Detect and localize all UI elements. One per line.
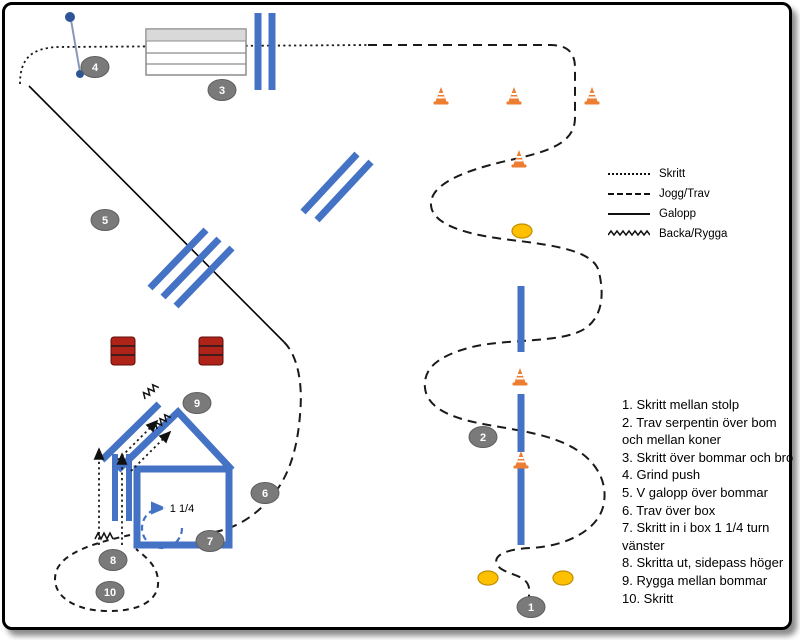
instruction-item: 5. V galopp över bommar — [622, 484, 768, 500]
traffic-cone — [583, 86, 601, 106]
back-up-line-sample — [607, 225, 651, 243]
walk-loop-bottom-left — [54, 534, 160, 613]
station-marker-8: 8 — [98, 549, 128, 571]
back-up-mark — [140, 382, 160, 400]
backing-chute-pole — [99, 401, 162, 463]
canter-line-sample — [608, 213, 650, 215]
instruction-item: 9. Rygga mellan bommar — [622, 572, 768, 588]
walk-path-top — [19, 44, 369, 85]
legend-label: Jogg/Trav — [659, 188, 710, 200]
station-marker-5: 5 — [90, 209, 120, 231]
trot-line-sample — [608, 193, 650, 195]
instruction-item: 10. Skritt — [622, 590, 674, 606]
station-marker-6: 6 — [250, 482, 280, 504]
turn-label-background — [163, 500, 201, 515]
box-roof — [115, 407, 235, 473]
box-obstacle: 1 1/4 — [93, 382, 235, 550]
legend-item-jogg-trav: Jogg/Trav — [608, 184, 778, 204]
instruction-list: 1. Skritt mellan stolp 2. Trav serpentin… — [622, 396, 794, 607]
station-number: 8 — [110, 555, 116, 567]
legend-item-galopp: Galopp — [608, 204, 778, 224]
backing-arrow — [117, 419, 159, 461]
station-number: 4 — [92, 62, 99, 74]
instruction-item: 7. Skritt in i box 1 1/4 turn vänster — [622, 520, 770, 553]
turn-label: 1 1/4 — [170, 503, 194, 515]
trot-serpentine-path — [368, 44, 606, 602]
bridge-obstacle — [145, 28, 247, 76]
station-number: 9 — [194, 398, 200, 410]
station-marker-10: 10 — [95, 581, 125, 603]
station-marker-3: 3 — [207, 79, 237, 101]
marker-oval — [511, 223, 533, 239]
instruction-item: 6. Trav över box — [622, 502, 716, 518]
station-number: 1 — [528, 602, 534, 614]
turn-arrow — [140, 501, 184, 550]
traffic-cone — [432, 86, 450, 106]
marker-oval — [477, 570, 499, 586]
station-marker-1: 1 — [516, 596, 546, 618]
station-marker-2: 2 — [468, 426, 498, 448]
gate-obstacle — [65, 12, 84, 78]
traffic-cone — [511, 367, 529, 387]
station-number: 7 — [207, 536, 213, 548]
legend-item-backa-rygga: Backa/Rygga — [607, 224, 778, 244]
instruction-item: 8. Skritta ut, sidepass höger — [622, 555, 784, 571]
back-up-mark — [94, 532, 114, 540]
barrel — [110, 336, 136, 366]
station-number: 6 — [262, 488, 268, 500]
trot-curve-to-box — [214, 341, 302, 533]
canter-pole-trio — [147, 227, 235, 309]
station-number: 10 — [104, 587, 116, 599]
diagram-border — [2, 2, 792, 630]
station-marker-4: 4 — [80, 56, 110, 78]
instruction-item: 1. Skritt mellan stolp — [622, 397, 740, 412]
traffic-cone — [505, 86, 523, 106]
legend-label: Backa/Rygga — [659, 228, 728, 240]
legend-label: Skritt — [659, 168, 686, 180]
legend-label: Galopp — [659, 208, 697, 220]
gait-legend: Skritt Jogg/Trav Galopp Backa/Rygga — [607, 164, 778, 244]
station-marker-7: 7 — [195, 530, 225, 552]
station-number: 3 — [219, 85, 225, 97]
canter-line — [28, 85, 285, 343]
instruction-item: 2. Trav serpentin över bom och mellan ko… — [622, 414, 777, 448]
gate-post-dot-top — [65, 12, 75, 22]
traffic-cone — [512, 450, 530, 470]
backing-arrow — [130, 430, 172, 472]
instruction-item: 3. Skritt över bommar och bro — [622, 449, 794, 465]
barrel — [198, 336, 224, 366]
box-walls — [133, 465, 233, 549]
legend-item-skritt: Skritt — [608, 164, 778, 184]
station-marker-9: 9 — [182, 392, 212, 414]
station-number: 5 — [102, 215, 108, 227]
walk-line-sample — [608, 173, 650, 175]
gate-post-dot-bottom — [76, 70, 84, 78]
marker-oval — [552, 570, 574, 586]
trot-pole-pair — [300, 151, 374, 223]
instruction-item: 4. Grind push — [622, 467, 701, 483]
station-number: 2 — [480, 432, 486, 444]
